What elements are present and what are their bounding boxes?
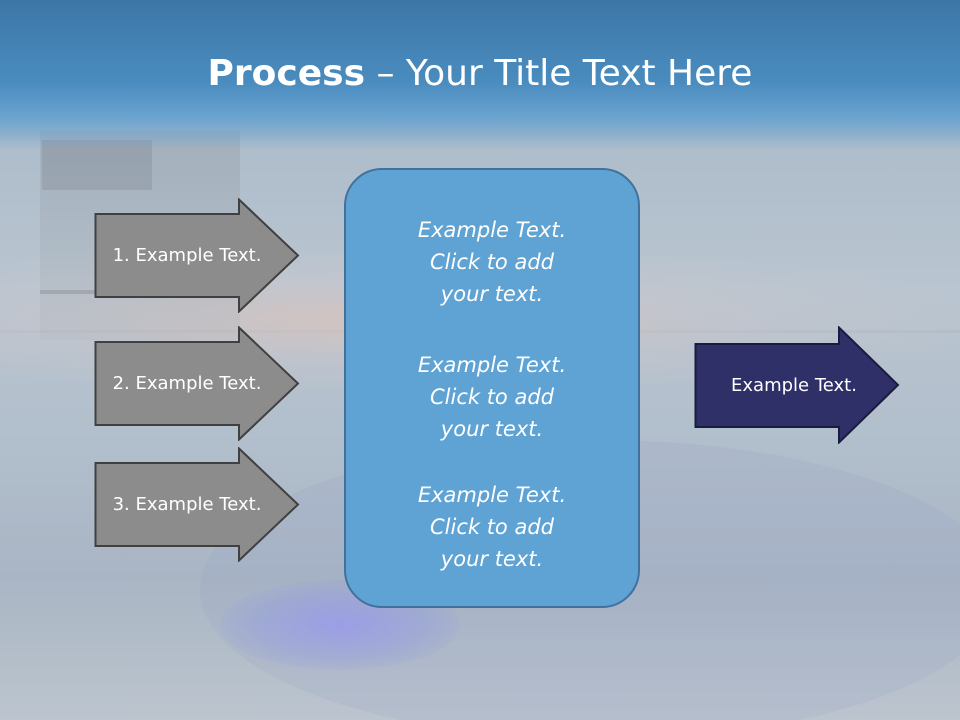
result-arrow-label: Example Text. — [731, 374, 857, 396]
step-arrow-3[interactable]: 3. Example Text. — [94, 447, 300, 562]
step-arrow-shape — [94, 447, 300, 562]
step-arrow-1[interactable]: 1. Example Text. — [94, 198, 300, 313]
title-rest-part: – Your Title Text Here — [365, 53, 753, 94]
step-arrow-label: 1. Example Text. — [112, 245, 262, 266]
result-arrow-shape — [694, 326, 900, 444]
center-text-3[interactable]: Example Text. Click to add your text. — [417, 483, 567, 571]
title-bold-part: Process — [207, 53, 366, 94]
slide-title[interactable]: Process – Your Title Text Here — [0, 50, 960, 98]
step-arrow-shape — [94, 198, 300, 313]
center-text-2[interactable]: Example Text. Click to add your text. — [417, 353, 567, 441]
step-arrow-shape — [94, 326, 300, 441]
center-process-box[interactable]: Example Text. Click to add your text. Ex… — [344, 168, 640, 608]
step-arrow-label: 2. Example Text. — [112, 373, 262, 394]
center-text-1[interactable]: Example Text. Click to add your text. — [417, 218, 567, 306]
result-arrow[interactable]: Example Text. — [694, 326, 900, 444]
step-arrow-label: 3. Example Text. — [112, 494, 262, 515]
title-band — [0, 0, 960, 150]
step-arrow-2[interactable]: 2. Example Text. — [94, 326, 300, 441]
